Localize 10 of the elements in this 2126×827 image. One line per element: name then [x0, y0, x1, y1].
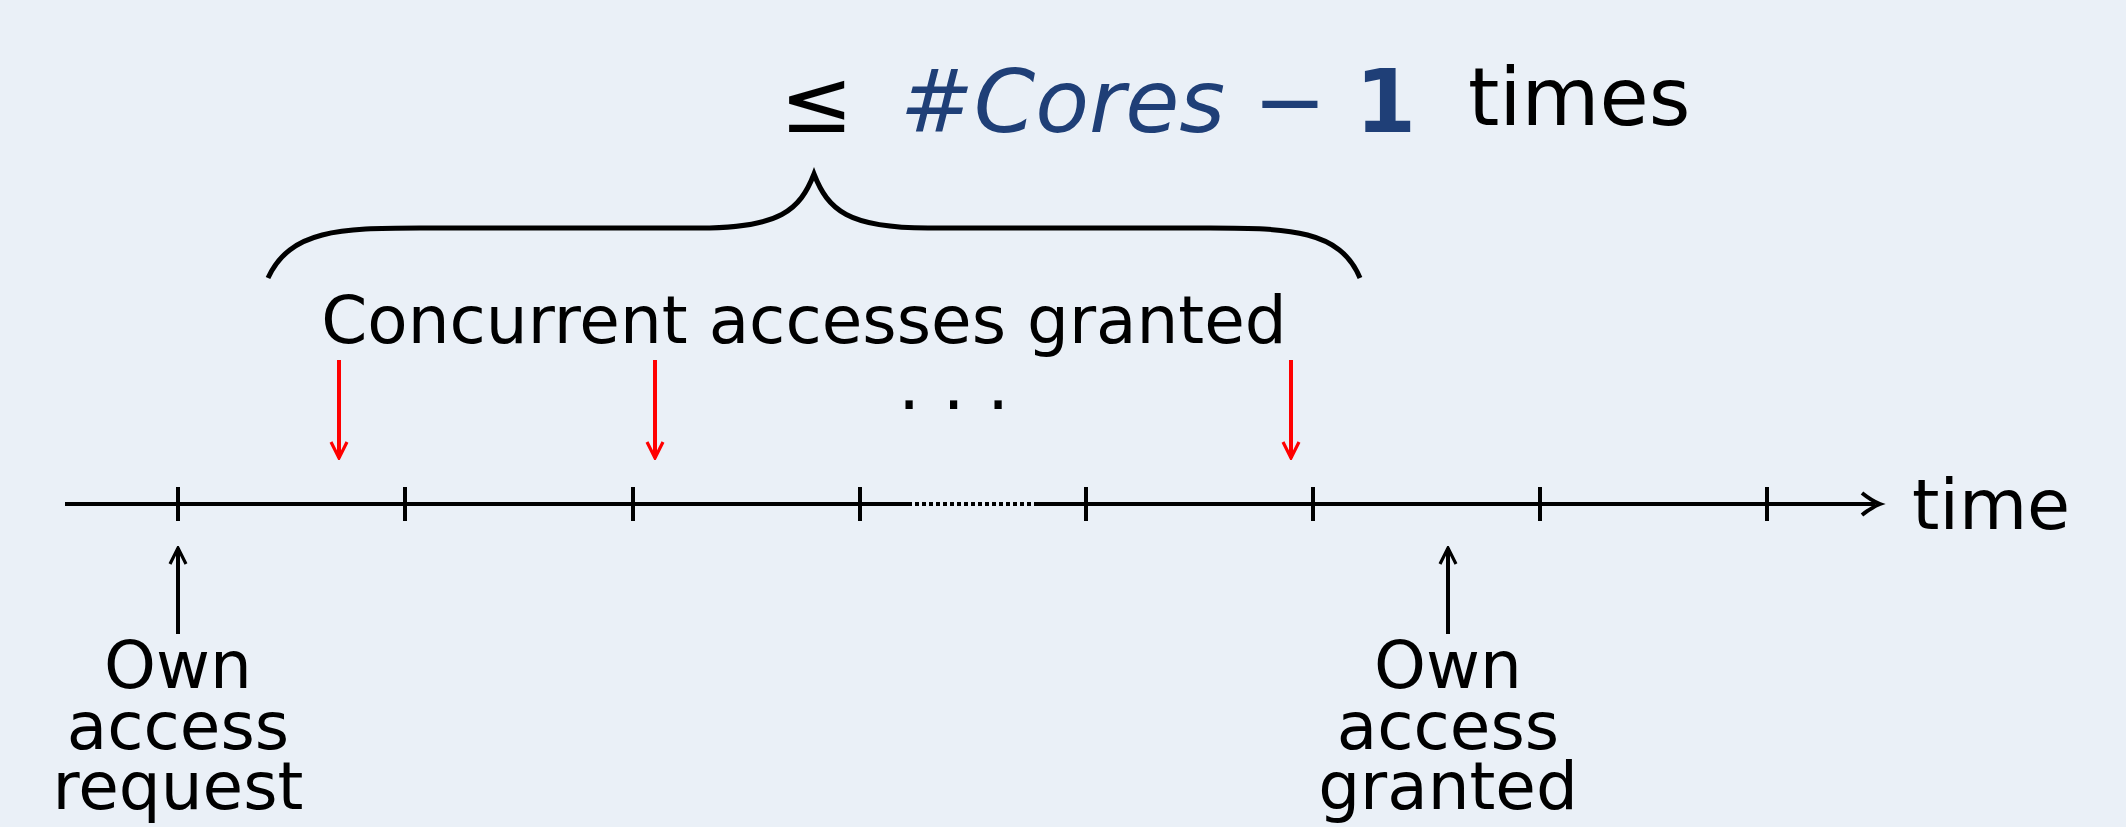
- arrow: [645, 360, 665, 460]
- arrow: [329, 360, 349, 460]
- arrow: [1281, 360, 1301, 460]
- axis-label: time: [1912, 470, 2071, 540]
- formula-text: #Cores − 1: [900, 58, 1417, 146]
- ellipsis-text: · · ·: [898, 370, 1010, 440]
- arrow: [168, 546, 188, 634]
- inequality-sign: ≤: [780, 58, 854, 146]
- arrow: [1438, 546, 1458, 634]
- annotation-text: times: [1468, 58, 1691, 138]
